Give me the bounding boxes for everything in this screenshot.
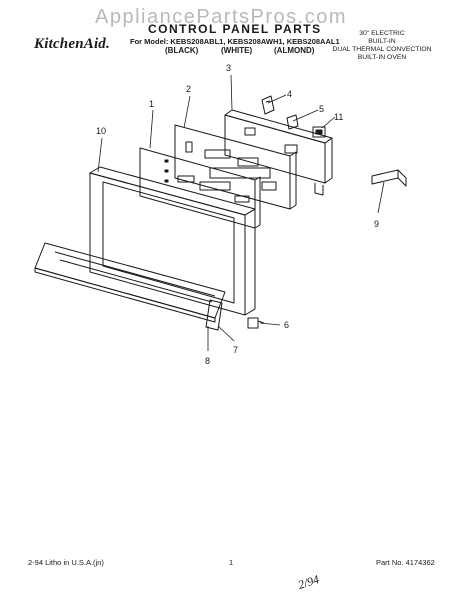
color-black: (BLACK) [165, 46, 199, 55]
description-line-4: BUILT-IN OVEN [357, 54, 407, 61]
part-vent-trim [34, 242, 226, 323]
watermark: AppliancePartsPros.com [95, 6, 347, 28]
description-line-2: BUILT-IN [368, 38, 396, 45]
part-end-clip [247, 317, 265, 329]
callout-11: 11 [334, 112, 343, 122]
page-title: CONTROL PANEL PARTS [148, 22, 322, 36]
footer-page-number: 1 [229, 558, 234, 567]
callout-9: 9 [374, 219, 379, 229]
callout-8: 8 [205, 356, 210, 366]
footer-part-number: Part No. 4174362 [376, 558, 435, 567]
callout-7: 7 [233, 345, 238, 355]
part-trim-end [205, 299, 223, 331]
callout-5: 5 [319, 104, 324, 114]
part-switch [312, 126, 326, 138]
description-line-3: DUAL THERMAL CONVECTION [332, 46, 432, 53]
callout-10: 10 [96, 126, 106, 136]
part-small-clip [286, 114, 299, 130]
callout-3: 3 [226, 63, 231, 73]
callout-4: 4 [287, 89, 292, 99]
callout-1: 1 [149, 99, 154, 109]
model-numbers: For Model: KEBS208ABL1, KEBS208AWH1, KEB… [130, 37, 340, 46]
footer-litho: 2-94 Litho in U.S.A.(jn) [28, 558, 104, 567]
part-clip [261, 95, 275, 115]
part-control-bracket [224, 109, 333, 196]
callout-2: 2 [186, 84, 191, 94]
part-side-bracket [371, 169, 407, 187]
callout-6: 6 [284, 320, 289, 330]
description-line-1: 30" ELECTRIC [359, 30, 405, 37]
color-almond: (ALMOND) [274, 46, 315, 55]
color-white: (WHITE) [221, 46, 253, 55]
part-control-panel [174, 124, 297, 210]
brand-logo: KitchenAid. [34, 36, 110, 52]
